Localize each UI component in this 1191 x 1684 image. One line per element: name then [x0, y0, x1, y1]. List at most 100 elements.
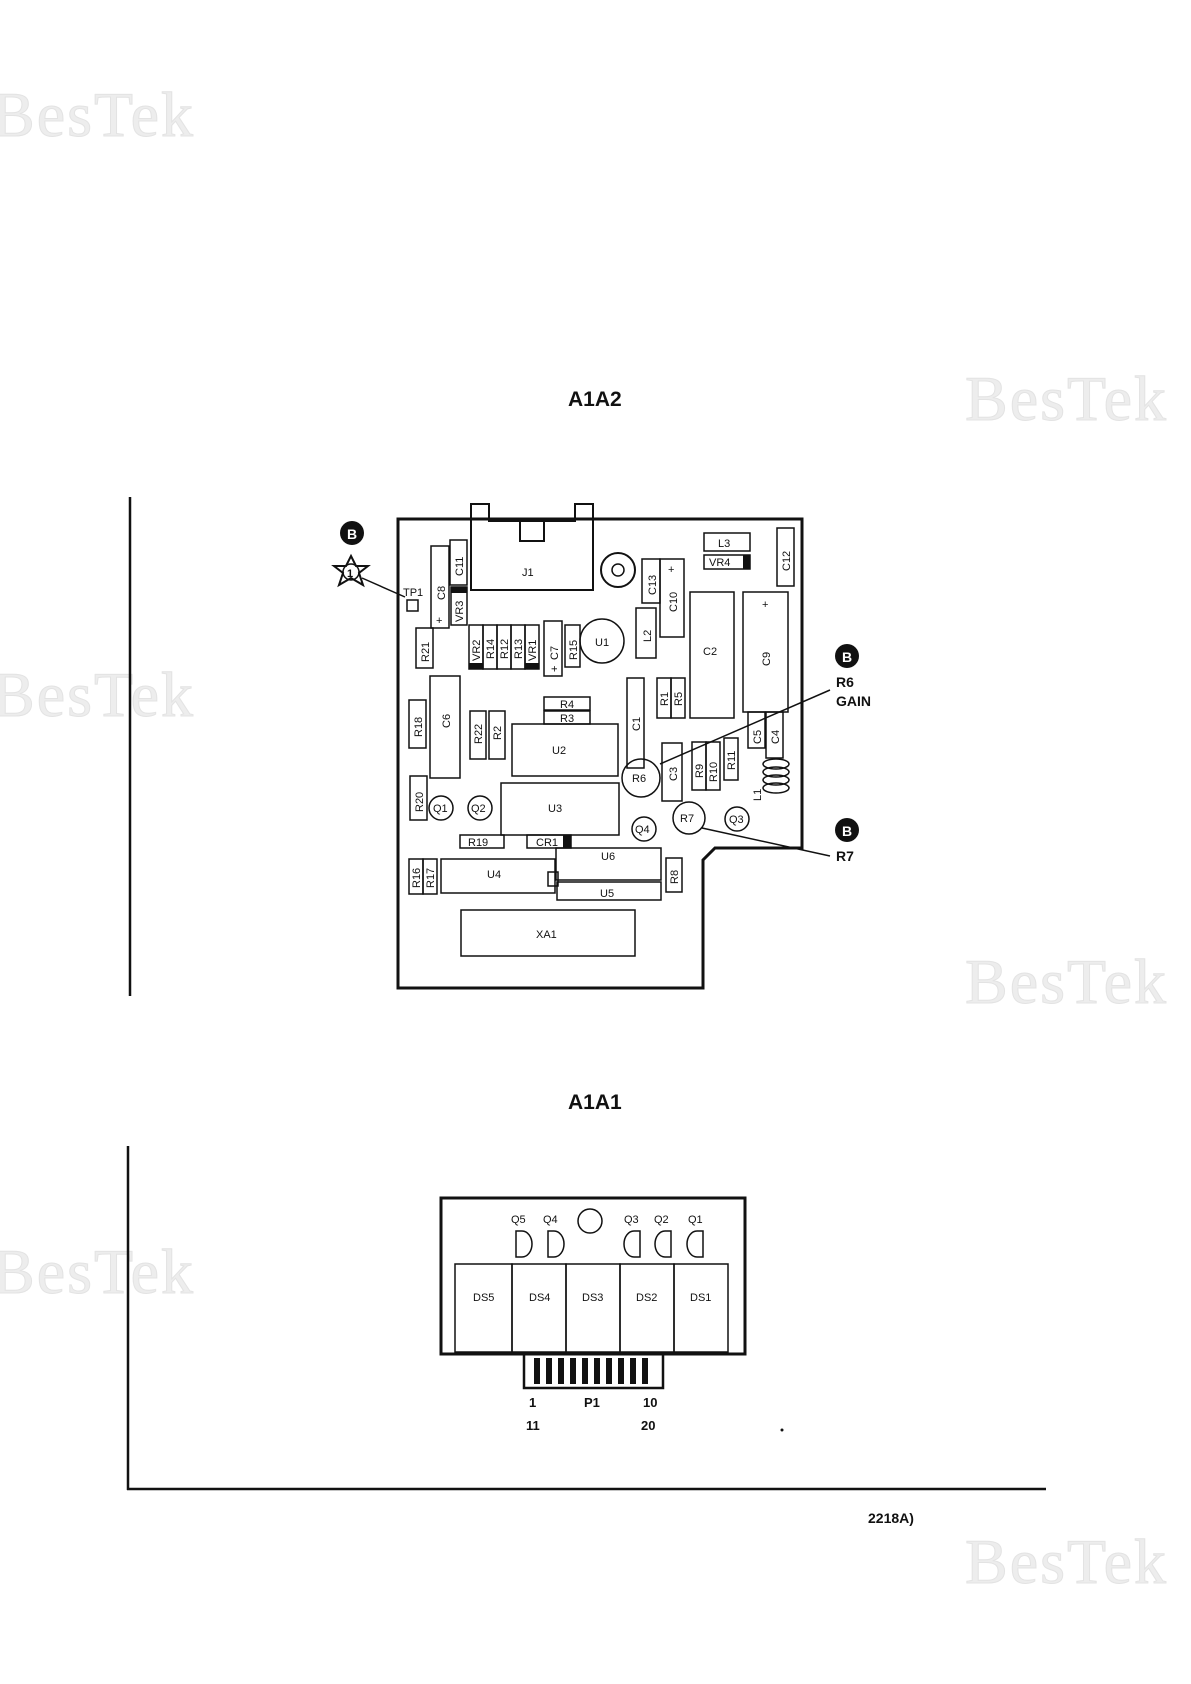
- svg-text:VR3: VR3: [454, 601, 466, 622]
- callout-r6-gain: B R6 GAIN: [659, 644, 871, 765]
- svg-text:DS5: DS5: [473, 1292, 494, 1304]
- r7-potentiometer: R7: [672, 801, 706, 835]
- c4: C4: [765, 711, 784, 759]
- c7: C7 +: [543, 620, 563, 677]
- a1a1-q4: Q4: [543, 1214, 565, 1258]
- watermark: BesTek: [964, 946, 1169, 1018]
- c11: C11: [449, 539, 468, 586]
- svg-text:VR4: VR4: [709, 557, 730, 569]
- svg-text:U3: U3: [548, 803, 562, 815]
- svg-text:1: 1: [347, 568, 353, 580]
- l1-coil: L1: [752, 758, 790, 801]
- q2: Q2: [467, 795, 493, 821]
- svg-text:DS4: DS4: [529, 1292, 550, 1304]
- r6-callout-label: R6: [836, 674, 854, 690]
- a1a2-board-outline: [396, 517, 804, 990]
- c10: + C10: [659, 558, 685, 638]
- a1a1-q2: Q2: [654, 1214, 672, 1258]
- watermark: BesTek: [0, 79, 196, 151]
- watermark: BesTek: [964, 1526, 1169, 1598]
- callout-b-icon: B: [340, 521, 364, 545]
- svg-text:C2: C2: [703, 646, 717, 658]
- j1-connector: J1: [470, 503, 594, 591]
- r2: R2: [488, 710, 506, 760]
- display-ds3: DS3: [565, 1263, 621, 1353]
- svg-text:Q2: Q2: [471, 803, 486, 815]
- l3: L3: [703, 532, 751, 552]
- svg-text:R8: R8: [669, 870, 681, 884]
- svg-text:Q4: Q4: [635, 824, 650, 836]
- svg-text:+: +: [436, 615, 442, 627]
- svg-text:Q3: Q3: [624, 1214, 639, 1226]
- svg-text:C10: C10: [668, 592, 680, 612]
- r11: R11: [723, 737, 739, 781]
- r12: R12: [496, 624, 512, 670]
- svg-text:C3: C3: [668, 767, 680, 781]
- tp1-testpoint: TP1: [403, 587, 423, 612]
- a1a1-board-outline: [439, 1196, 747, 1356]
- cr1: CR1: [526, 834, 572, 849]
- q4: Q4: [631, 816, 657, 842]
- r19: R19: [459, 834, 505, 849]
- r10: R10: [705, 741, 721, 791]
- c2: C2: [689, 591, 735, 719]
- c3: C3: [661, 742, 683, 802]
- r16: R16: [408, 858, 424, 895]
- u1: U1: [579, 618, 625, 664]
- svg-text:+: +: [549, 666, 561, 672]
- a1a1-q5: Q5: [511, 1214, 533, 1258]
- svg-text:R9: R9: [694, 764, 706, 778]
- r22: R22: [469, 710, 487, 760]
- svg-text:R2: R2: [492, 726, 504, 740]
- u5: U5: [547, 871, 662, 901]
- c8: C8 +: [430, 545, 450, 629]
- u2: U2: [511, 723, 619, 777]
- svg-text:L2: L2: [642, 630, 654, 642]
- a1a1-title: A1A1: [568, 1091, 622, 1114]
- a1a1-q1: Q1: [686, 1214, 704, 1258]
- r6-gain-label: GAIN: [836, 693, 871, 709]
- r5: R5: [670, 677, 686, 719]
- r13: R13: [510, 624, 526, 670]
- svg-text:L3: L3: [718, 538, 730, 550]
- pin-20-label: 20: [641, 1418, 655, 1433]
- svg-text:C11: C11: [454, 557, 466, 576]
- r8: R8: [665, 857, 683, 893]
- r7-callout-label: R7: [836, 848, 854, 864]
- svg-text:R12: R12: [499, 639, 511, 659]
- svg-text:Q4: Q4: [543, 1214, 558, 1226]
- pin-11-label: 11: [526, 1418, 540, 1433]
- svg-text:B: B: [347, 526, 357, 542]
- callout-b-icon: [835, 644, 859, 668]
- svg-text:C1: C1: [631, 717, 643, 731]
- svg-text:Q1: Q1: [433, 803, 448, 815]
- j1-label: J1: [522, 567, 534, 579]
- svg-text:VR2: VR2: [471, 640, 483, 661]
- svg-text:R16: R16: [411, 868, 423, 888]
- r14: R14: [482, 624, 498, 670]
- p1-label: P1: [584, 1395, 600, 1410]
- xa1: XA1: [460, 909, 636, 957]
- vr2: VR2: [468, 624, 484, 670]
- u6: U6: [555, 847, 662, 881]
- star-callout-icon: 1: [331, 553, 371, 588]
- svg-text:Q5: Q5: [511, 1214, 526, 1226]
- svg-text:C9: C9: [761, 652, 773, 666]
- r17: R17: [422, 858, 438, 895]
- a1a2-title: A1A2: [568, 388, 622, 411]
- svg-text:+: +: [762, 599, 768, 611]
- svg-text:R4: R4: [560, 699, 574, 711]
- svg-text:R18: R18: [413, 717, 425, 737]
- svg-text:DS2: DS2: [636, 1292, 657, 1304]
- callout-r7: B R7: [701, 818, 859, 864]
- callout-b-icon: [835, 818, 859, 842]
- svg-text:R17: R17: [425, 868, 437, 888]
- watermark: BesTek: [0, 1236, 196, 1308]
- svg-text:R10: R10: [708, 762, 720, 782]
- svg-text:+: +: [668, 564, 674, 576]
- svg-text:XA1: XA1: [536, 929, 557, 941]
- svg-text:U2: U2: [552, 745, 566, 757]
- p1-edge-connector: [522, 1354, 665, 1390]
- c1: C1: [626, 677, 645, 769]
